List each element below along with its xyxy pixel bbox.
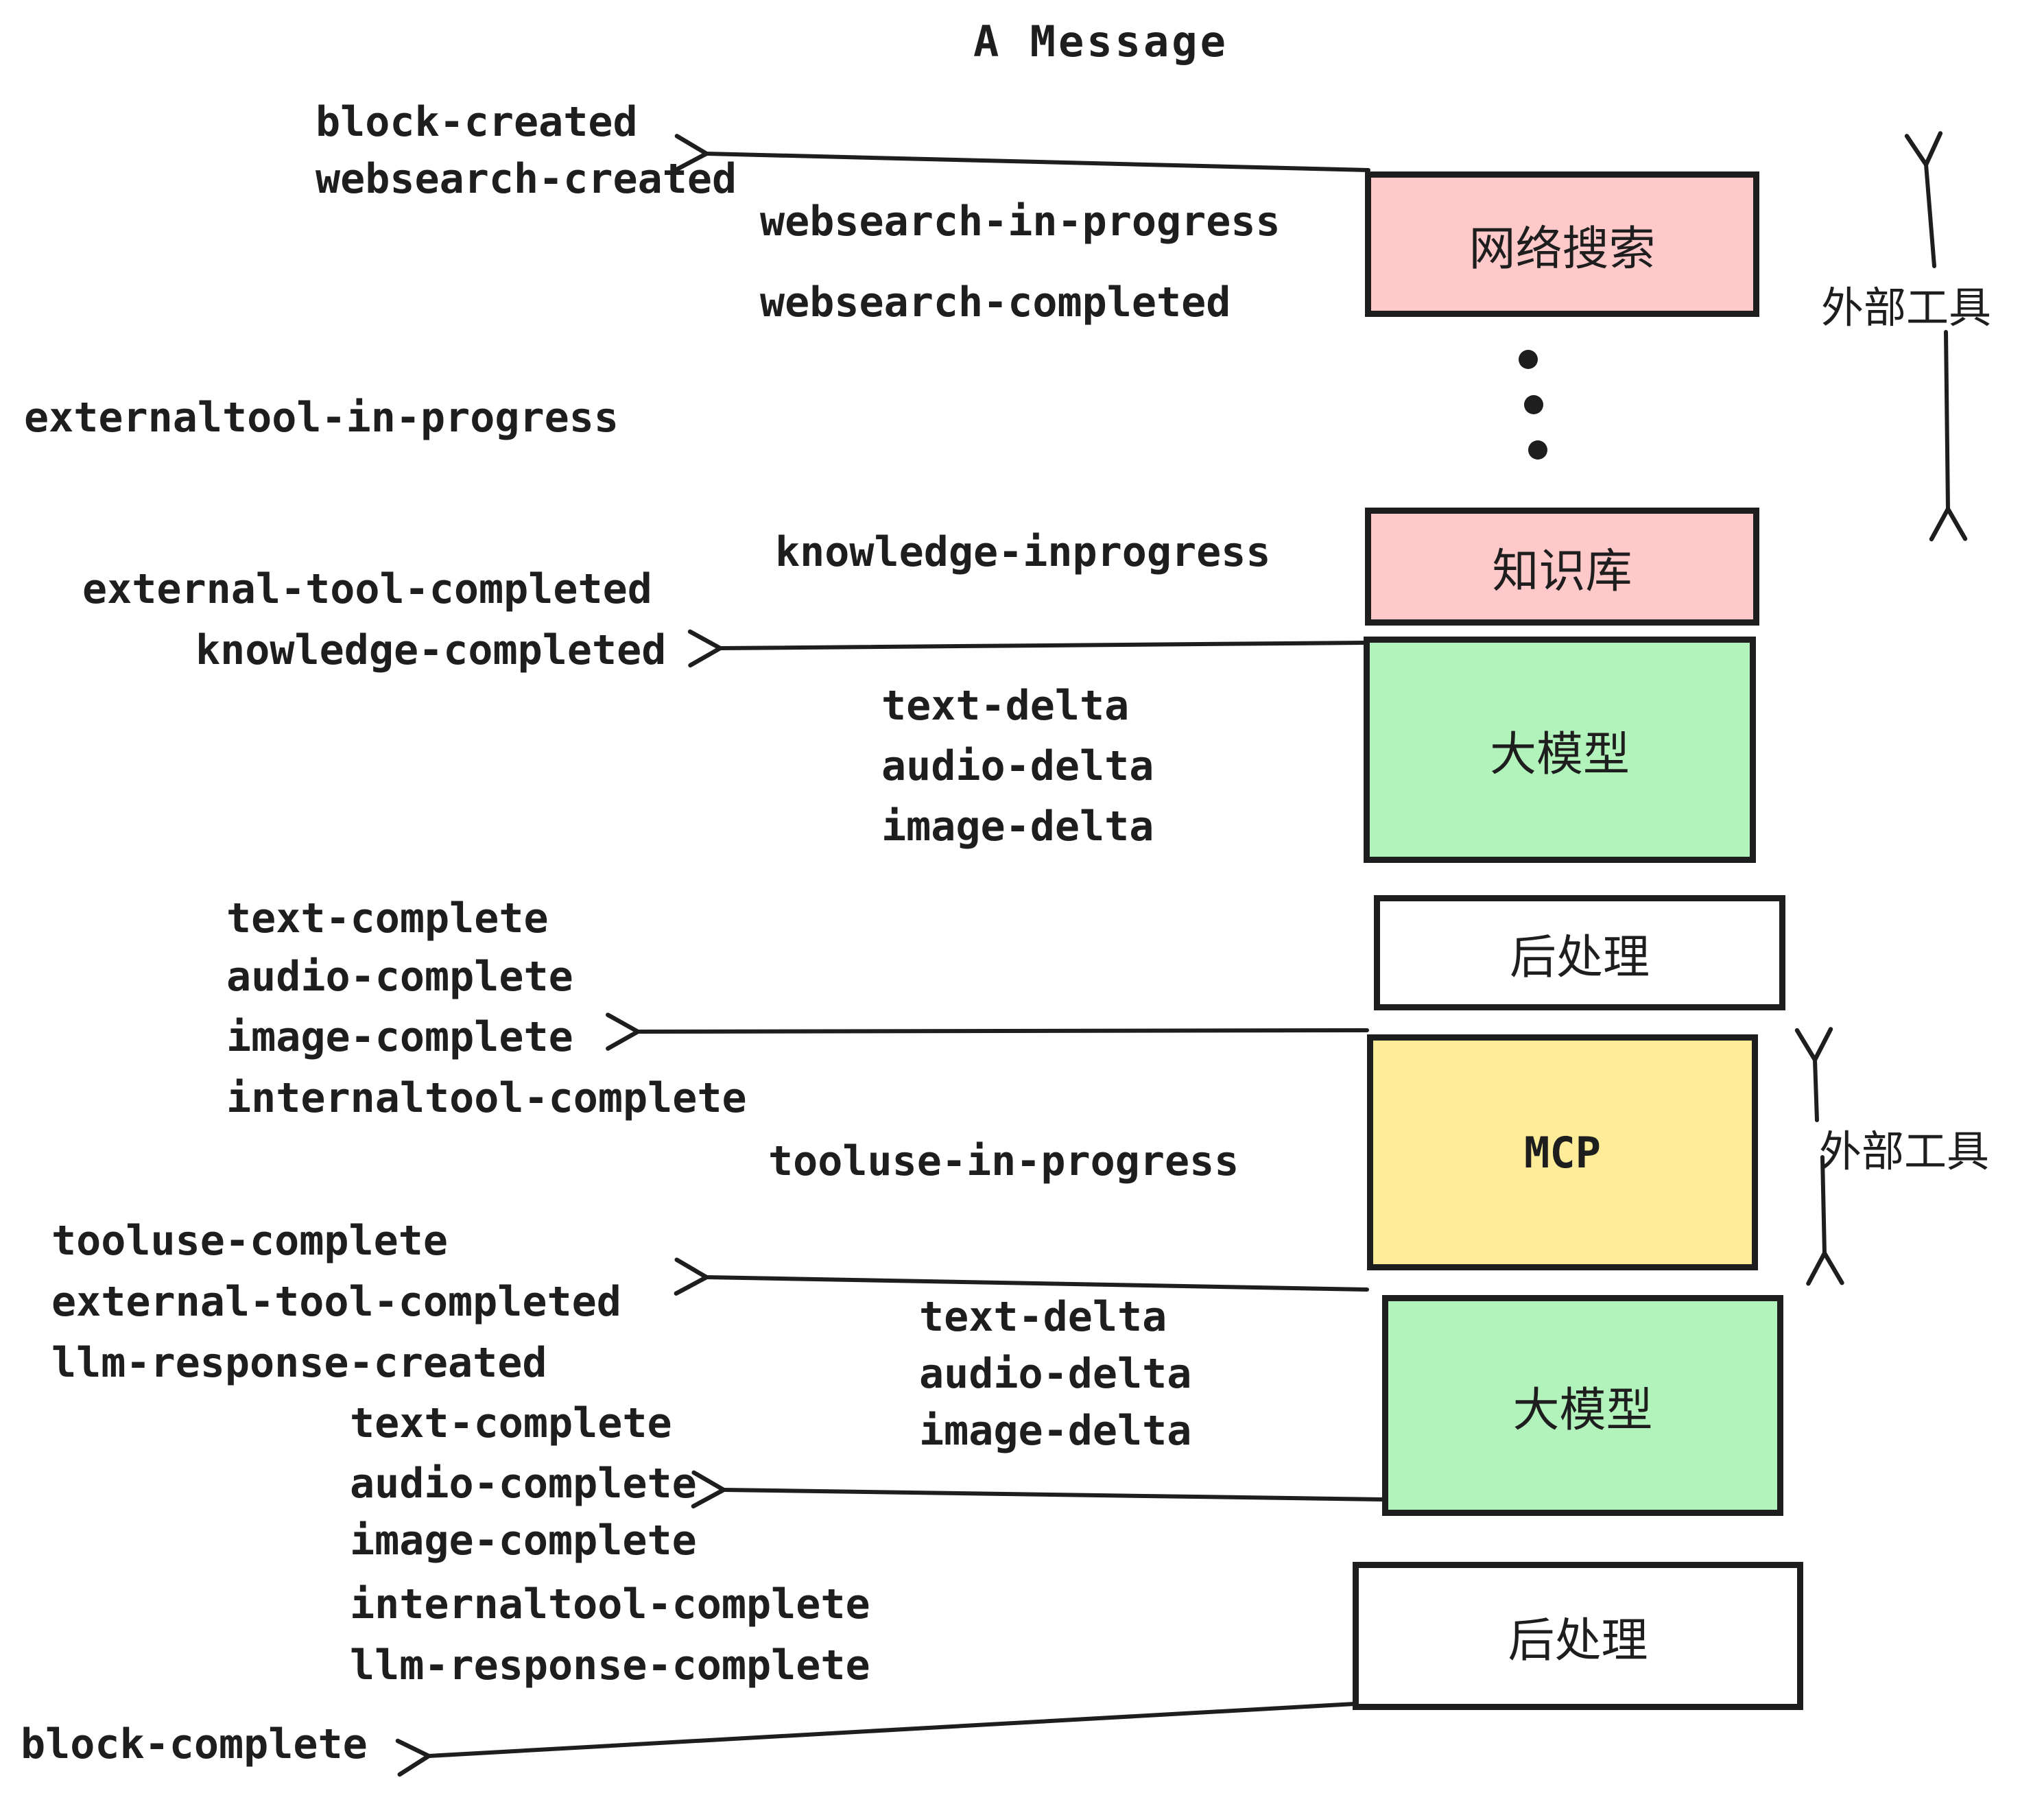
- event-label-llm-response-complete: llm-response-complete: [350, 1641, 870, 1689]
- llm-box-2-label: 大模型: [1512, 1383, 1653, 1438]
- external-tools-top-down-arrow: [1929, 330, 1968, 542]
- llm-box-1: 大模型: [1364, 637, 1756, 863]
- event-label-image-complete-2: image-complete: [350, 1517, 697, 1565]
- event-label-text-complete-1: text-complete: [226, 894, 549, 942]
- event-label-external-tool-completed: external-tool-completed: [82, 565, 652, 613]
- event-label-block-created: block-created: [316, 98, 638, 146]
- event-label-image-delta-2: image-delta: [919, 1407, 1192, 1455]
- arrow-to-block-complete: [395, 1702, 1357, 1777]
- post-process-box-2-label: 后处理: [1508, 1613, 1648, 1668]
- post-process-box-1-label: 后处理: [1509, 930, 1650, 985]
- arrow-to-audio-complete: [691, 1470, 1384, 1509]
- event-label-external-tool-completed-2: external-tool-completed: [51, 1278, 621, 1326]
- event-label-audio-delta-2: audio-delta: [919, 1350, 1192, 1398]
- websearch-box-label: 网络搜索: [1469, 222, 1656, 276]
- diagram-title: A Message: [973, 16, 1228, 67]
- vertical-ellipsis-dots: [1519, 350, 1547, 460]
- event-label-internaltool-complete-2: internaltool-complete: [350, 1580, 870, 1628]
- knowledge-box: 知识库: [1365, 508, 1759, 626]
- event-label-knowledge-inprogress: knowledge-inprogress: [775, 528, 1271, 576]
- event-label-websearch-created: websearch-created: [316, 155, 737, 203]
- event-label-websearch-in-progress: websearch-in-progress: [760, 198, 1281, 246]
- llm-box-1-label: 大模型: [1489, 727, 1630, 782]
- event-label-audio-complete-1: audio-complete: [226, 953, 573, 1001]
- event-label-websearch-completed: websearch-completed: [760, 278, 1231, 327]
- arrow-to-block-created: [674, 134, 1370, 172]
- arrow-to-tooluse-complete: [674, 1257, 1369, 1296]
- mcp-box: MCP: [1367, 1034, 1758, 1270]
- event-label-externaltool-in-progress: externaltool-in-progress: [24, 394, 619, 442]
- mcp-box-label: MCP: [1524, 1127, 1601, 1178]
- post-process-box-1: 后处理: [1374, 895, 1785, 1010]
- arrow-to-image-complete: [606, 1012, 1369, 1051]
- external-tools-bottom-up-arrow: [1794, 1027, 1833, 1122]
- arrow-to-knowledge-completed: [687, 629, 1366, 668]
- event-label-internaltool-complete-1: internaltool-complete: [226, 1074, 747, 1122]
- event-label-block-complete: block-complete: [21, 1720, 368, 1768]
- event-label-llm-response-created: llm-response-created: [51, 1339, 547, 1387]
- event-label-text-delta-2: text-delta: [919, 1293, 1167, 1341]
- event-label-text-complete-2: text-complete: [350, 1399, 672, 1447]
- event-label-audio-complete-2: audio-complete: [350, 1460, 697, 1508]
- post-process-box-2: 后处理: [1353, 1562, 1803, 1710]
- external-tools-top-up-arrow: [1904, 131, 1943, 268]
- llm-box-2: 大模型: [1382, 1295, 1783, 1516]
- websearch-box: 网络搜索: [1365, 171, 1759, 317]
- external-tools-label-top: 外部工具: [1821, 283, 1992, 333]
- event-label-image-complete-1: image-complete: [226, 1013, 573, 1061]
- event-label-text-delta-1: text-delta: [881, 682, 1130, 730]
- external-tools-bottom-down-arrow: [1806, 1155, 1844, 1286]
- event-label-audio-delta-1: audio-delta: [881, 742, 1154, 790]
- event-label-knowledge-completed: knowledge-completed: [195, 626, 667, 674]
- event-label-tooluse-complete: tooluse-complete: [51, 1217, 448, 1265]
- knowledge-box-label: 知识库: [1492, 544, 1632, 599]
- external-tools-label-bottom: 外部工具: [1819, 1126, 1990, 1176]
- event-label-tooluse-in-progress: tooluse-in-progress: [768, 1137, 1239, 1185]
- event-label-image-delta-1: image-delta: [881, 803, 1154, 851]
